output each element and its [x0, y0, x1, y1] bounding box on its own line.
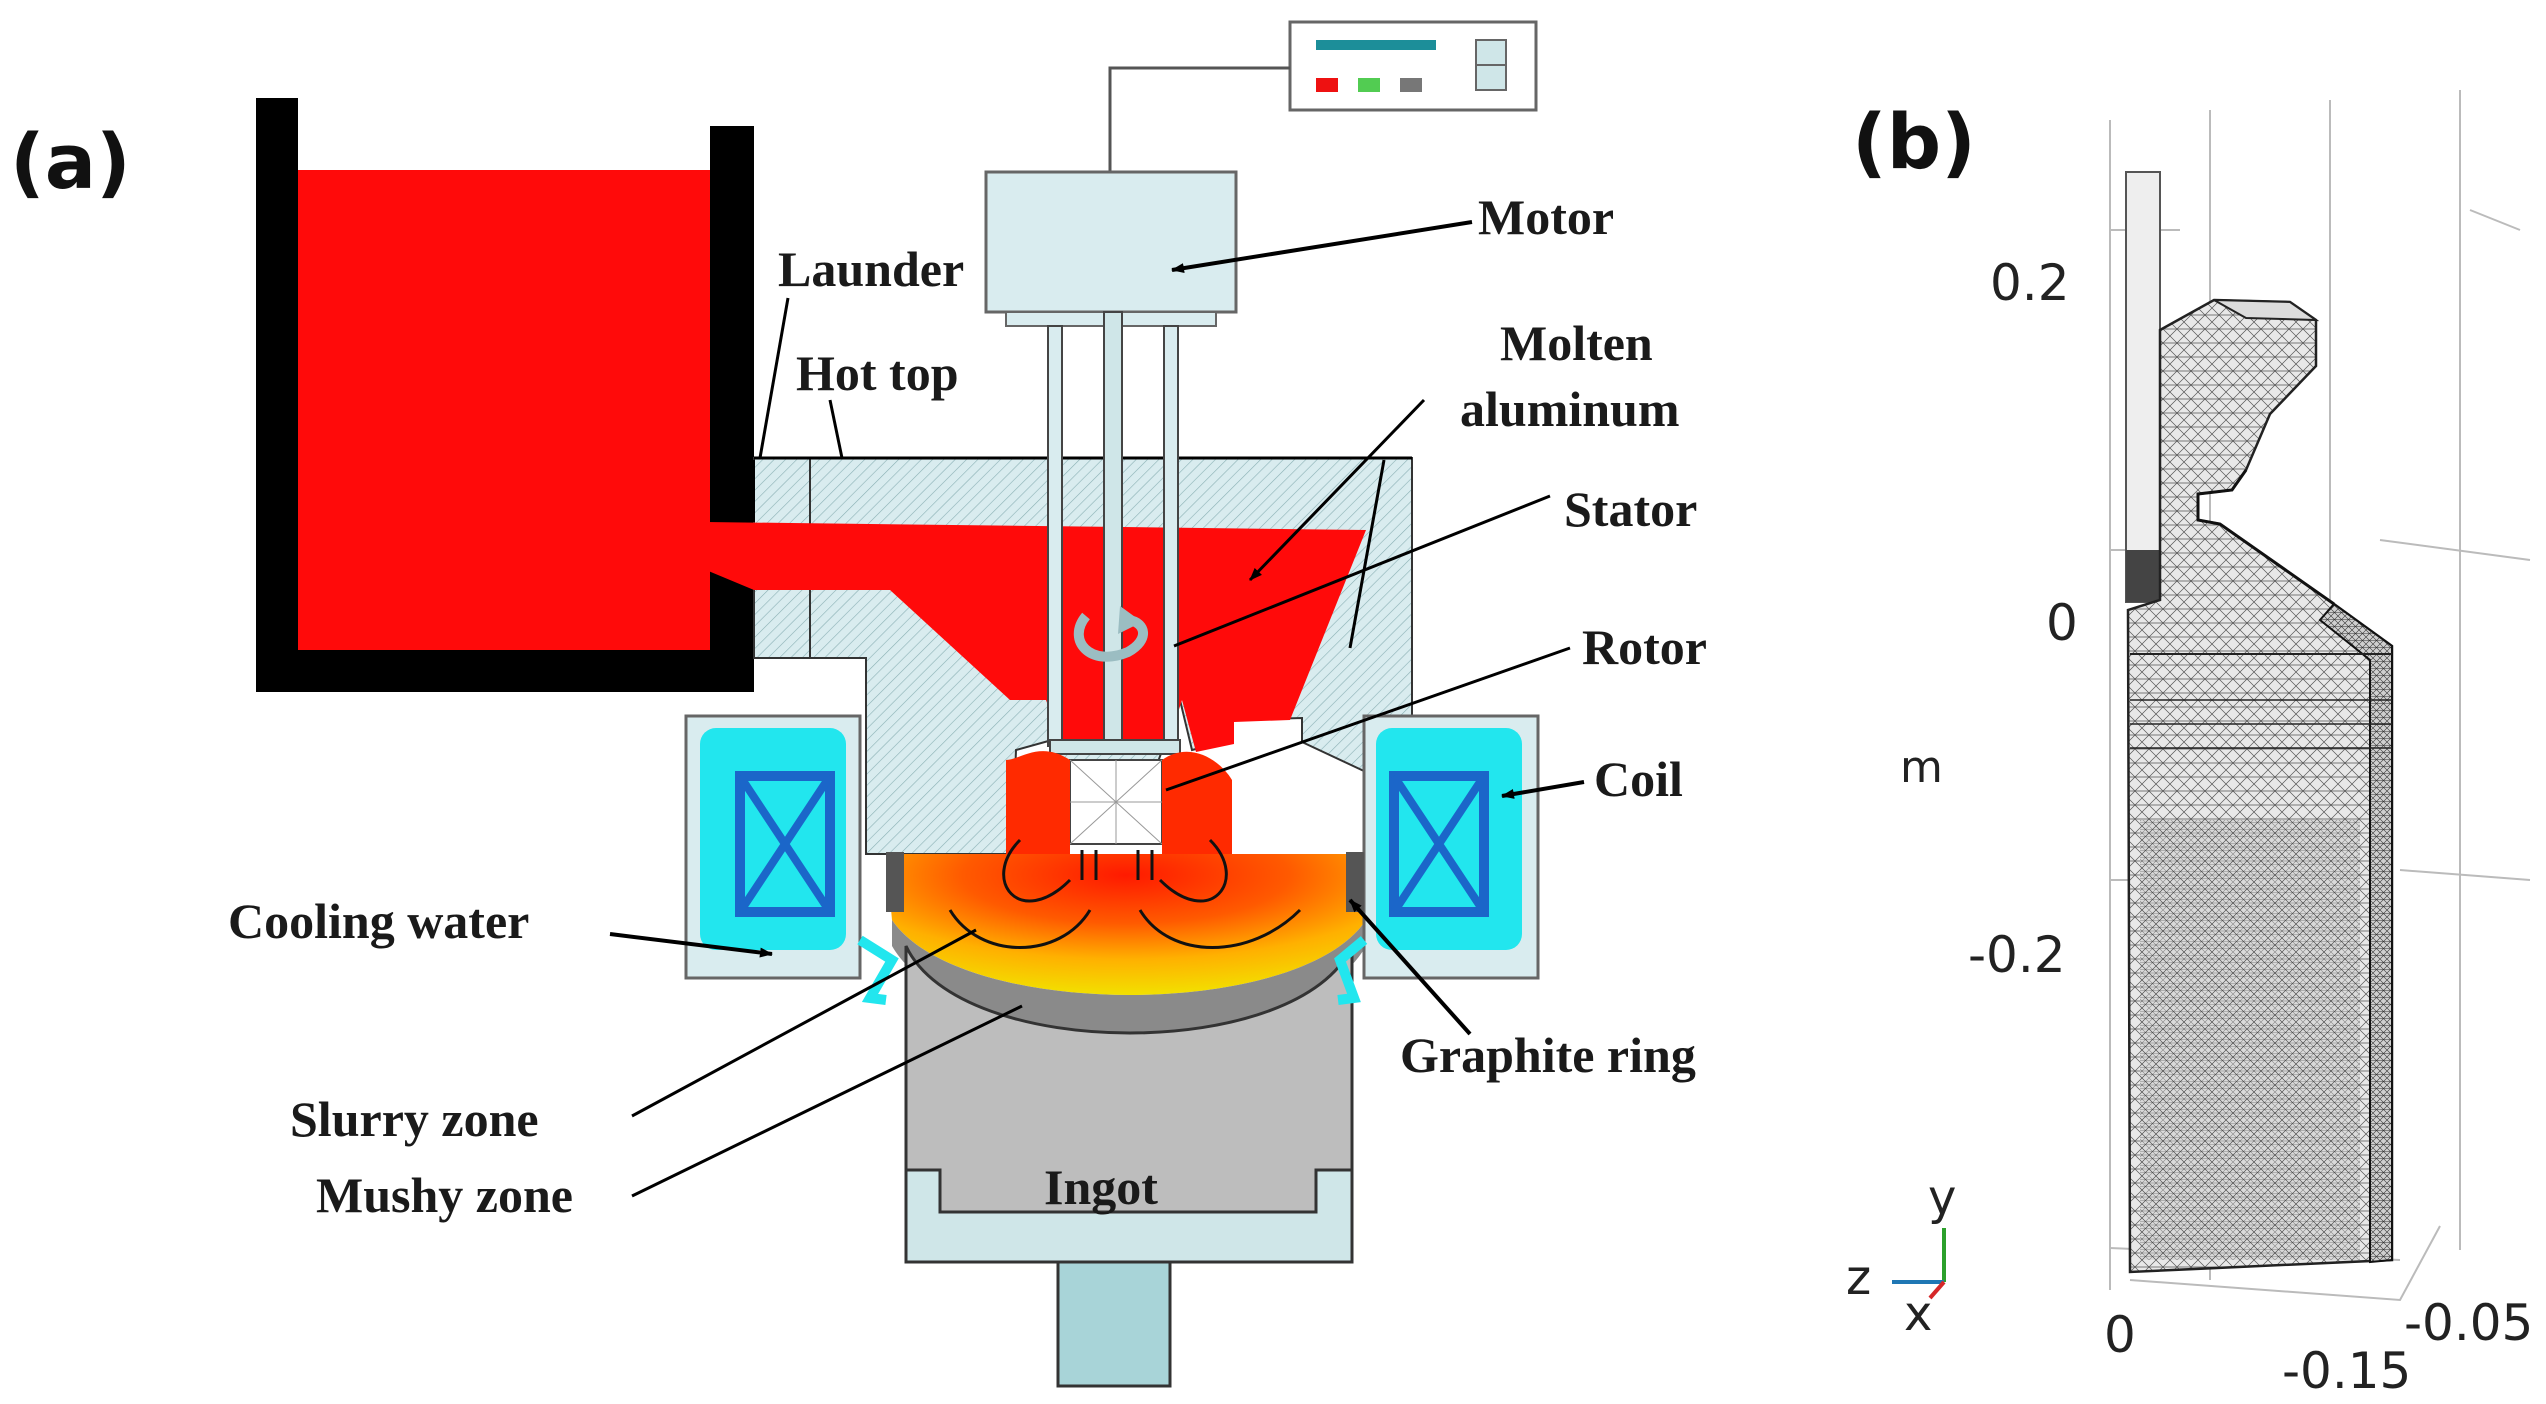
flow-arrows [948, 838, 1302, 949]
stator-rotor-shaft [1047, 311, 1181, 845]
mushy-zone [892, 920, 1366, 1033]
triad-z: z [1846, 1250, 1871, 1306]
label-molten-2: aluminum [1460, 381, 1680, 437]
label-motor: Motor [1478, 189, 1614, 245]
triad-y: y [1928, 1170, 1956, 1226]
label-launder: Launder [778, 241, 964, 297]
label-ingot: Ingot [1044, 1159, 1158, 1215]
motor [984, 170, 1238, 327]
ladle-melt [298, 170, 710, 650]
label-coil: Coil [1594, 751, 1683, 807]
y-tick-neg-0-2: -0.2 [1968, 926, 2066, 984]
control-cable [1108, 66, 1290, 172]
graphite-ring-left [886, 852, 904, 912]
label-slurry-zone: Slurry zone [290, 1091, 539, 1147]
molten-aluminum [706, 522, 1366, 752]
triad-x: x [1904, 1286, 1932, 1342]
bottom-tick-neg-0-05: -0.05 [2404, 1294, 2533, 1352]
bottom-tick-neg-0-15: -0.15 [2282, 1342, 2411, 1400]
bottom-tick-0: 0 [2104, 1306, 2136, 1364]
axis-triad: y z x [1846, 1170, 1956, 1342]
control-box [1288, 20, 1538, 112]
coil-right [1334, 714, 1540, 1005]
axis-unit-m: m [1900, 742, 1943, 793]
rotation-arrow [1073, 612, 1148, 662]
label-hot-top: Hot top [796, 345, 959, 401]
graphite-ring-right [1346, 852, 1364, 912]
label-graphite-ring: Graphite ring [1400, 1027, 1696, 1083]
label-cooling-water: Cooling water [228, 893, 529, 949]
label-stator: Stator [1564, 481, 1697, 537]
starter-block [904, 1168, 1354, 1388]
mesh-model [2125, 171, 2394, 1274]
label-mushy-zone: Mushy zone [316, 1167, 573, 1223]
y-tick-0-2: 0.2 [1990, 254, 2070, 312]
panel-b-label: (b) [1852, 97, 1976, 186]
coil-left [684, 714, 899, 1005]
label-molten-1: Molten [1500, 315, 1653, 371]
panel-a-label: (a) [10, 117, 131, 206]
y-tick-0: 0 [2046, 594, 2078, 652]
ladle [256, 98, 754, 692]
label-rotor: Rotor [1582, 619, 1707, 675]
